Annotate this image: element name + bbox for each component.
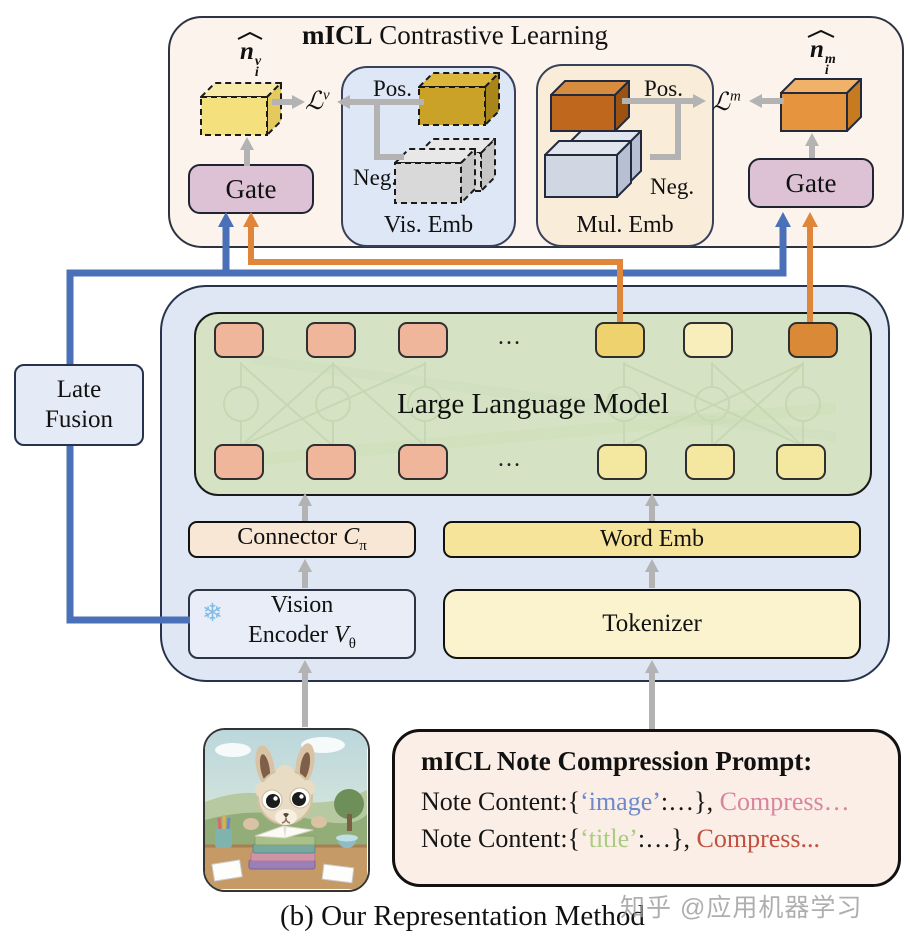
tokenizer-box: Tokenizer [443, 589, 861, 659]
figure-caption: (b) Our Representation Method [280, 900, 645, 932]
contrastive-title: mICL Contrastive Learning [0, 20, 910, 51]
hat-accent-icon [237, 31, 263, 40]
token-salmon [398, 322, 448, 358]
llm-input-token-row: … [194, 444, 868, 480]
llm-label: Large Language Model [397, 388, 669, 420]
llama-image [203, 728, 370, 892]
multimodal-embedding-cube [780, 78, 862, 132]
snowflake-icon: ❄ [202, 600, 223, 627]
prompt-title: mICL Note Compression Prompt: [421, 746, 813, 776]
gate-right: Gate [748, 158, 874, 208]
prompt-segment: , [706, 787, 720, 816]
connector-box: Connector Cπ [188, 521, 416, 558]
token-ellipsis: … [497, 446, 523, 472]
token-cream [776, 444, 826, 480]
prompt-line-image: Note Content:{‘image’:…}, Compress… [421, 783, 898, 820]
vis-positive-cube [418, 72, 500, 126]
token-salmon [214, 444, 264, 480]
note-compression-prompt-box: mICL Note Compression Prompt: Note Conte… [392, 729, 901, 887]
token-cream [685, 444, 735, 480]
mul-positive-cube [550, 80, 630, 132]
prompt-segment: Note Content:{ [421, 787, 581, 816]
prompt-line-title: Note Content:{‘title’:…}, Compress... [421, 820, 898, 857]
visual-loss-label: ℒv [305, 87, 330, 115]
prompt-segment: :…} [660, 787, 707, 816]
mul-negative-cube-front [544, 140, 632, 198]
title-rest-part: Contrastive Learning [372, 20, 608, 50]
prompt-segment: Note Content:{ [421, 824, 581, 853]
prompt-segment: Compress... [696, 824, 821, 853]
token-salmon [398, 444, 448, 480]
token-ellipsis: … [497, 324, 523, 350]
token-yellow [595, 322, 645, 358]
hat-accent-icon [807, 29, 835, 38]
multimodal-loss-label: ℒm [712, 88, 741, 116]
gate-left: Gate [188, 164, 314, 214]
prompt-segment: ‘image’ [580, 787, 661, 816]
prompt-segment: ‘title’ [580, 824, 638, 853]
visual-embedding-cube [200, 82, 282, 136]
llama-illustration [205, 730, 367, 889]
token-salmon [306, 444, 356, 480]
vis-negative-cube-front [394, 148, 476, 204]
vis-emb-caption: Vis. Emb [383, 212, 474, 238]
word-emb-box: Word Emb [443, 521, 861, 558]
token-salmon [306, 322, 356, 358]
late-fusion-box: Late Fusion [14, 364, 144, 446]
title-bold-part: mICL [302, 20, 373, 50]
watermark: 知乎 @应用机器学习 [620, 894, 863, 922]
pos-label: Pos. [644, 76, 683, 101]
prompt-segment: Compress… [719, 787, 850, 816]
llm-output-token-row: … [194, 322, 868, 358]
token-cream [597, 444, 647, 480]
pos-label: Pos. [373, 76, 412, 101]
prompt-segment: , [683, 824, 697, 853]
prompt-segment: :…} [637, 824, 684, 853]
token-orange [788, 322, 838, 358]
neg-label: Neg. [650, 174, 695, 199]
neg-label: Neg. [353, 165, 398, 190]
mul-emb-caption: Mul. Emb [576, 212, 674, 238]
vision-encoder-box: ❄ Vision Encoder Vθ [188, 589, 416, 659]
token-salmon [214, 322, 264, 358]
token-pale [683, 322, 733, 358]
